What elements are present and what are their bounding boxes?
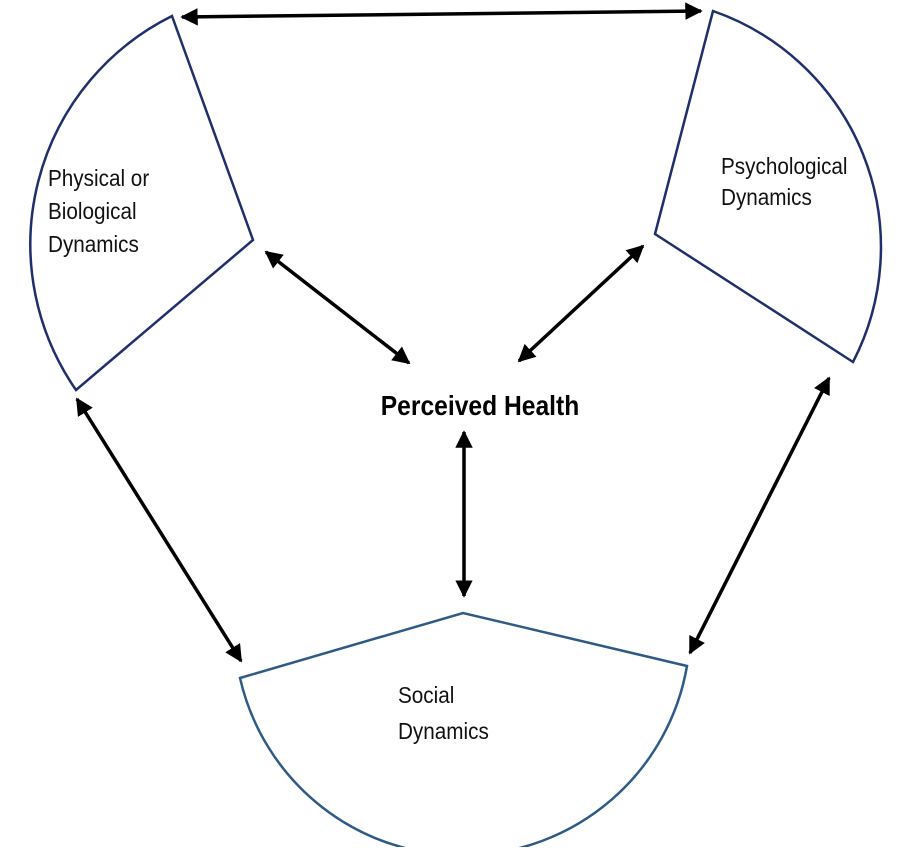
arrow-physical-social — [75, 397, 243, 663]
physical-label-line-2: Biological — [48, 198, 137, 224]
arrow-psychological-center — [517, 244, 645, 363]
psychological-label-line-1: Psychological — [721, 153, 848, 179]
arrow-psychological-social — [688, 376, 831, 655]
physical-label-line-3: Dynamics — [48, 231, 139, 257]
psychological-dynamics-sector — [653, 9, 883, 364]
arrow-physical-center — [264, 250, 411, 365]
psychological-label-line-2: Dynamics — [721, 184, 812, 210]
perceived-health-label: Perceived Health — [381, 390, 579, 422]
physical-dynamics-sector — [29, 14, 255, 392]
physical-label-line-1: Physical or — [48, 165, 149, 191]
social-dynamics-sector — [238, 611, 689, 852]
social-dynamics-label: Social Dynamics — [398, 682, 489, 744]
physical-dynamics-label: Physical or Biological Dynamics — [48, 165, 155, 257]
arrow-physical-psychological — [180, 2, 703, 26]
psychological-dynamics-label: Psychological Dynamics — [721, 153, 853, 210]
social-label-line-1: Social — [398, 682, 454, 708]
social-label-line-2: Dynamics — [398, 718, 489, 744]
